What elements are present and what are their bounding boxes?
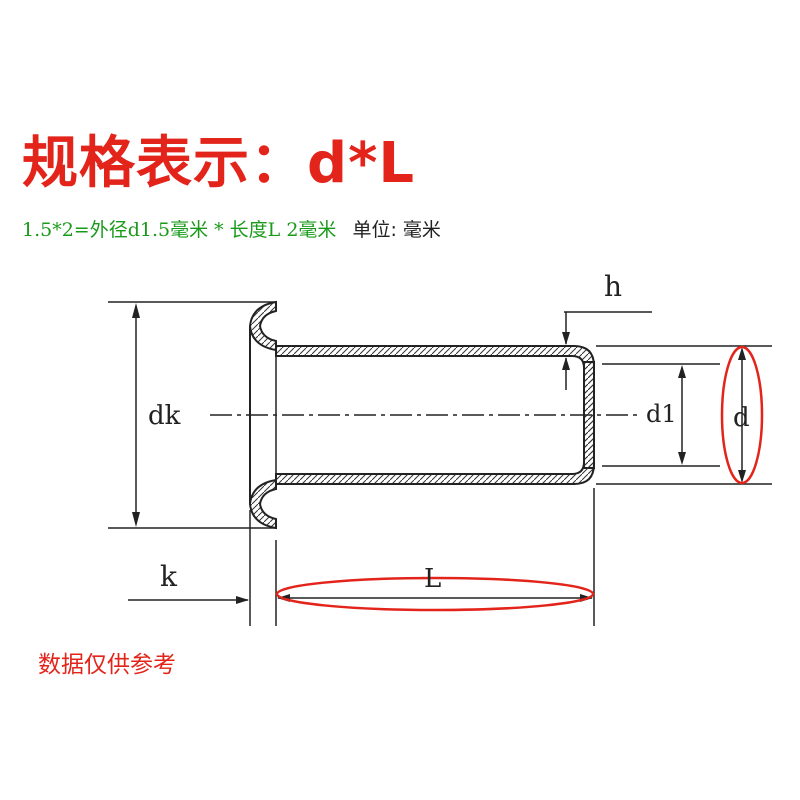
rivet-wall-bottom [275,361,595,485]
L-highlight-ellipse [275,576,595,612]
label-L: L [424,564,441,594]
dk-arrow-bottom [132,512,140,527]
rivet-head-bottom [248,478,277,530]
page-title: 规格表示：d*L [22,131,416,196]
k-arrow [236,596,249,604]
reference-note: 数据仅供参考 [38,652,176,678]
label-h: h [604,270,622,303]
d-arrow-top [738,347,746,360]
d1-arrow-bottom [678,452,686,465]
spec-description: 1.5*2=外径d1.5毫米 * 长度L 2毫米单位: 毫米 [22,215,441,242]
spec-text: 1.5*2=外径d1.5毫米 * 长度L 2毫米 [22,219,337,241]
unit-text: 单位: 毫米 [352,219,441,241]
rivet-head-top [248,300,277,352]
d-highlight-ellipse [720,345,764,485]
rivet-wall-top [275,345,595,469]
d1-arrow-top [678,365,686,378]
d-arrow-bottom [738,470,746,483]
dk-arrow-top [132,303,140,318]
label-dk: dk [148,401,181,431]
label-d: d [733,403,750,433]
h-arrow-top [562,332,570,345]
label-k: k [160,560,178,593]
label-d1: d1 [646,400,677,428]
h-arrow-bottom [562,357,570,370]
